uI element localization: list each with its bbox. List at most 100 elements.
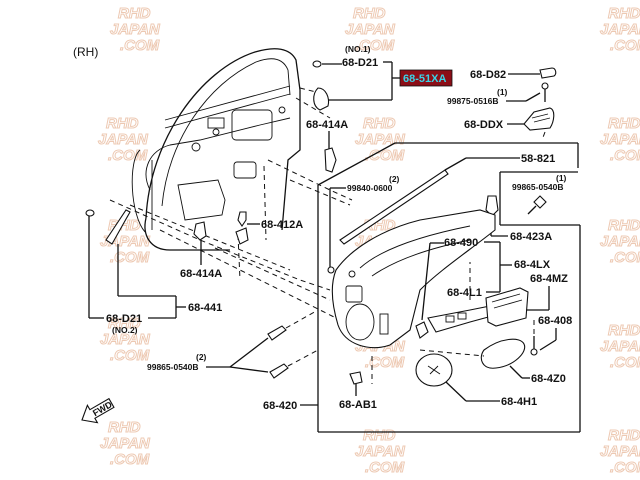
screw-icon — [269, 363, 289, 379]
label-68-ab1: 68-AB1 — [339, 399, 377, 411]
label-68-ddx: 68-DDX — [464, 119, 504, 131]
part-screw-99865-b: (2) 99865-0540B — [147, 309, 319, 379]
highlight-box — [399, 69, 453, 87]
part-68-ab1: 68-AB1 — [339, 356, 377, 411]
part-bolt-99875: (1) 99875-0516B — [447, 82, 549, 106]
arrow-icon — [81, 397, 115, 424]
clip-icon — [324, 147, 337, 173]
mirror-cover-icon — [313, 87, 330, 111]
watermark: RHD JAPAN .COM — [98, 115, 150, 165]
screw-icon — [530, 348, 538, 356]
svg-text:RHD: RHD — [353, 5, 386, 22]
svg-text:RHD: RHD — [608, 322, 640, 339]
cap-icon — [539, 67, 557, 79]
label-68-4mz: 68-4MZ — [530, 273, 568, 285]
label-68-412a: 68-412A — [261, 219, 303, 231]
svg-text:RHD: RHD — [106, 115, 139, 132]
svg-text:.COM: .COM — [365, 459, 405, 476]
label-68-490: 68-490 — [444, 237, 478, 249]
part-68-414a-bottom: 68-414A — [180, 221, 222, 280]
part-68-423a: 68-423A — [485, 195, 552, 243]
part-68-414a-top: 68-414A — [306, 119, 348, 173]
screw-icon — [267, 325, 287, 341]
side-label: (RH) — [73, 45, 98, 59]
seal-icon — [105, 209, 131, 245]
watermark: RHD JAPAN .COM — [345, 5, 397, 55]
clip-icon — [349, 371, 363, 385]
label-68-414a-bottom: 68-414A — [180, 268, 222, 280]
label-58-821: 58-821 — [521, 153, 555, 165]
part-68-420: 68-420 — [263, 400, 318, 412]
part-68-412a: 68-412A — [235, 211, 303, 245]
label-68-d82: 68-D82 — [470, 69, 506, 81]
watermark: RHD JAPAN .COM — [355, 427, 407, 477]
svg-text:.COM: .COM — [610, 459, 640, 476]
watermark: RHD JAPAN .COM — [600, 5, 640, 55]
svg-text:RHD: RHD — [608, 217, 640, 234]
label-qty-1b: (1) — [556, 173, 567, 183]
svg-text:.COM: .COM — [110, 347, 150, 364]
svg-text:.COM: .COM — [610, 249, 640, 266]
svg-text:.COM: .COM — [120, 37, 160, 54]
svg-text:RHD: RHD — [363, 427, 396, 444]
watermark: RHD JAPAN .COM — [600, 322, 640, 372]
watermark: RHD JAPAN .COM — [355, 115, 407, 165]
svg-text:.COM: .COM — [110, 451, 150, 468]
watermark: RHD JAPAN .COM — [100, 419, 152, 469]
svg-text:RHD: RHD — [608, 427, 640, 444]
svg-text:.COM: .COM — [110, 249, 150, 266]
part-clip-99840: (2) 99840-0600 — [327, 174, 400, 274]
svg-text:JAPAN: JAPAN — [345, 21, 396, 38]
label-68-d21-bottom: 68-D21 — [106, 313, 142, 325]
screw-icon — [533, 195, 547, 209]
label-68-4l1: 68-4L1 — [447, 287, 482, 299]
svg-text:JAPAN: JAPAN — [100, 435, 151, 452]
label-99875-0516b: 99875-0516B — [447, 96, 499, 106]
label-99865-0540b-a: 99865-0540B — [512, 182, 564, 192]
svg-text:.COM: .COM — [365, 354, 405, 371]
svg-text:JAPAN: JAPAN — [100, 331, 151, 348]
label-qty-1: (1) — [497, 87, 508, 97]
label-68-4h1: 68-4H1 — [501, 396, 537, 408]
label-99865-0540b-b: 99865-0540B — [147, 362, 199, 372]
part-68-4h1: 68-4H1 — [415, 353, 537, 408]
highlight-code[interactable]: 68-51XA — [403, 73, 446, 85]
label-qty-2b: (2) — [196, 352, 207, 362]
label-no2: (NO.2) — [112, 325, 138, 335]
part-58-821: 58-821 — [339, 153, 555, 245]
watermark: RHD JAPAN .COM — [600, 115, 640, 165]
svg-text:.COM: .COM — [610, 147, 640, 164]
part-68-4z0: 68-4Z0 — [419, 338, 566, 385]
svg-text:RHD: RHD — [608, 5, 640, 22]
svg-text:.COM: .COM — [355, 37, 395, 54]
label-68-4z0: 68-4Z0 — [531, 373, 566, 385]
watermark: RHD JAPAN .COM — [100, 315, 152, 365]
handle-bezel-icon — [523, 107, 555, 131]
part-68-441: 68-D21 (NO.2) 68-441 — [85, 209, 222, 335]
part-68-ddx: 68-DDX — [464, 107, 555, 141]
highlighted-part[interactable]: 68-51XA — [399, 69, 453, 87]
watermark: RHD JAPAN .COM — [110, 5, 162, 55]
part-68-490: 68-490 68-4LX 68-4L1 — [415, 237, 551, 339]
svg-text:RHD: RHD — [108, 315, 141, 332]
label-99840-0600: 99840-0600 — [347, 183, 393, 193]
watermark: RHD JAPAN .COM — [600, 427, 640, 477]
svg-text:.COM: .COM — [610, 354, 640, 371]
clip-icon — [193, 221, 207, 241]
part-68-d21-no1: (NO.1) 68-D21 — [299, 44, 400, 111]
svg-text:JAPAN: JAPAN — [600, 338, 640, 355]
label-68-4lx: 68-4LX — [514, 259, 551, 271]
svg-text:JAPAN: JAPAN — [600, 131, 640, 148]
svg-text:.COM: .COM — [365, 147, 405, 164]
door-trim-panel — [331, 209, 496, 349]
bolt-head-icon — [541, 82, 549, 90]
svg-text:RHD: RHD — [108, 419, 141, 436]
label-68-420: 68-420 — [263, 400, 297, 412]
fastener-icon — [485, 195, 499, 217]
clip-base-icon — [235, 227, 249, 245]
grommet-icon — [85, 209, 95, 217]
svg-text:JAPAN: JAPAN — [600, 233, 640, 250]
svg-text:JAPAN: JAPAN — [600, 21, 640, 38]
label-qty-2: (2) — [389, 174, 400, 184]
